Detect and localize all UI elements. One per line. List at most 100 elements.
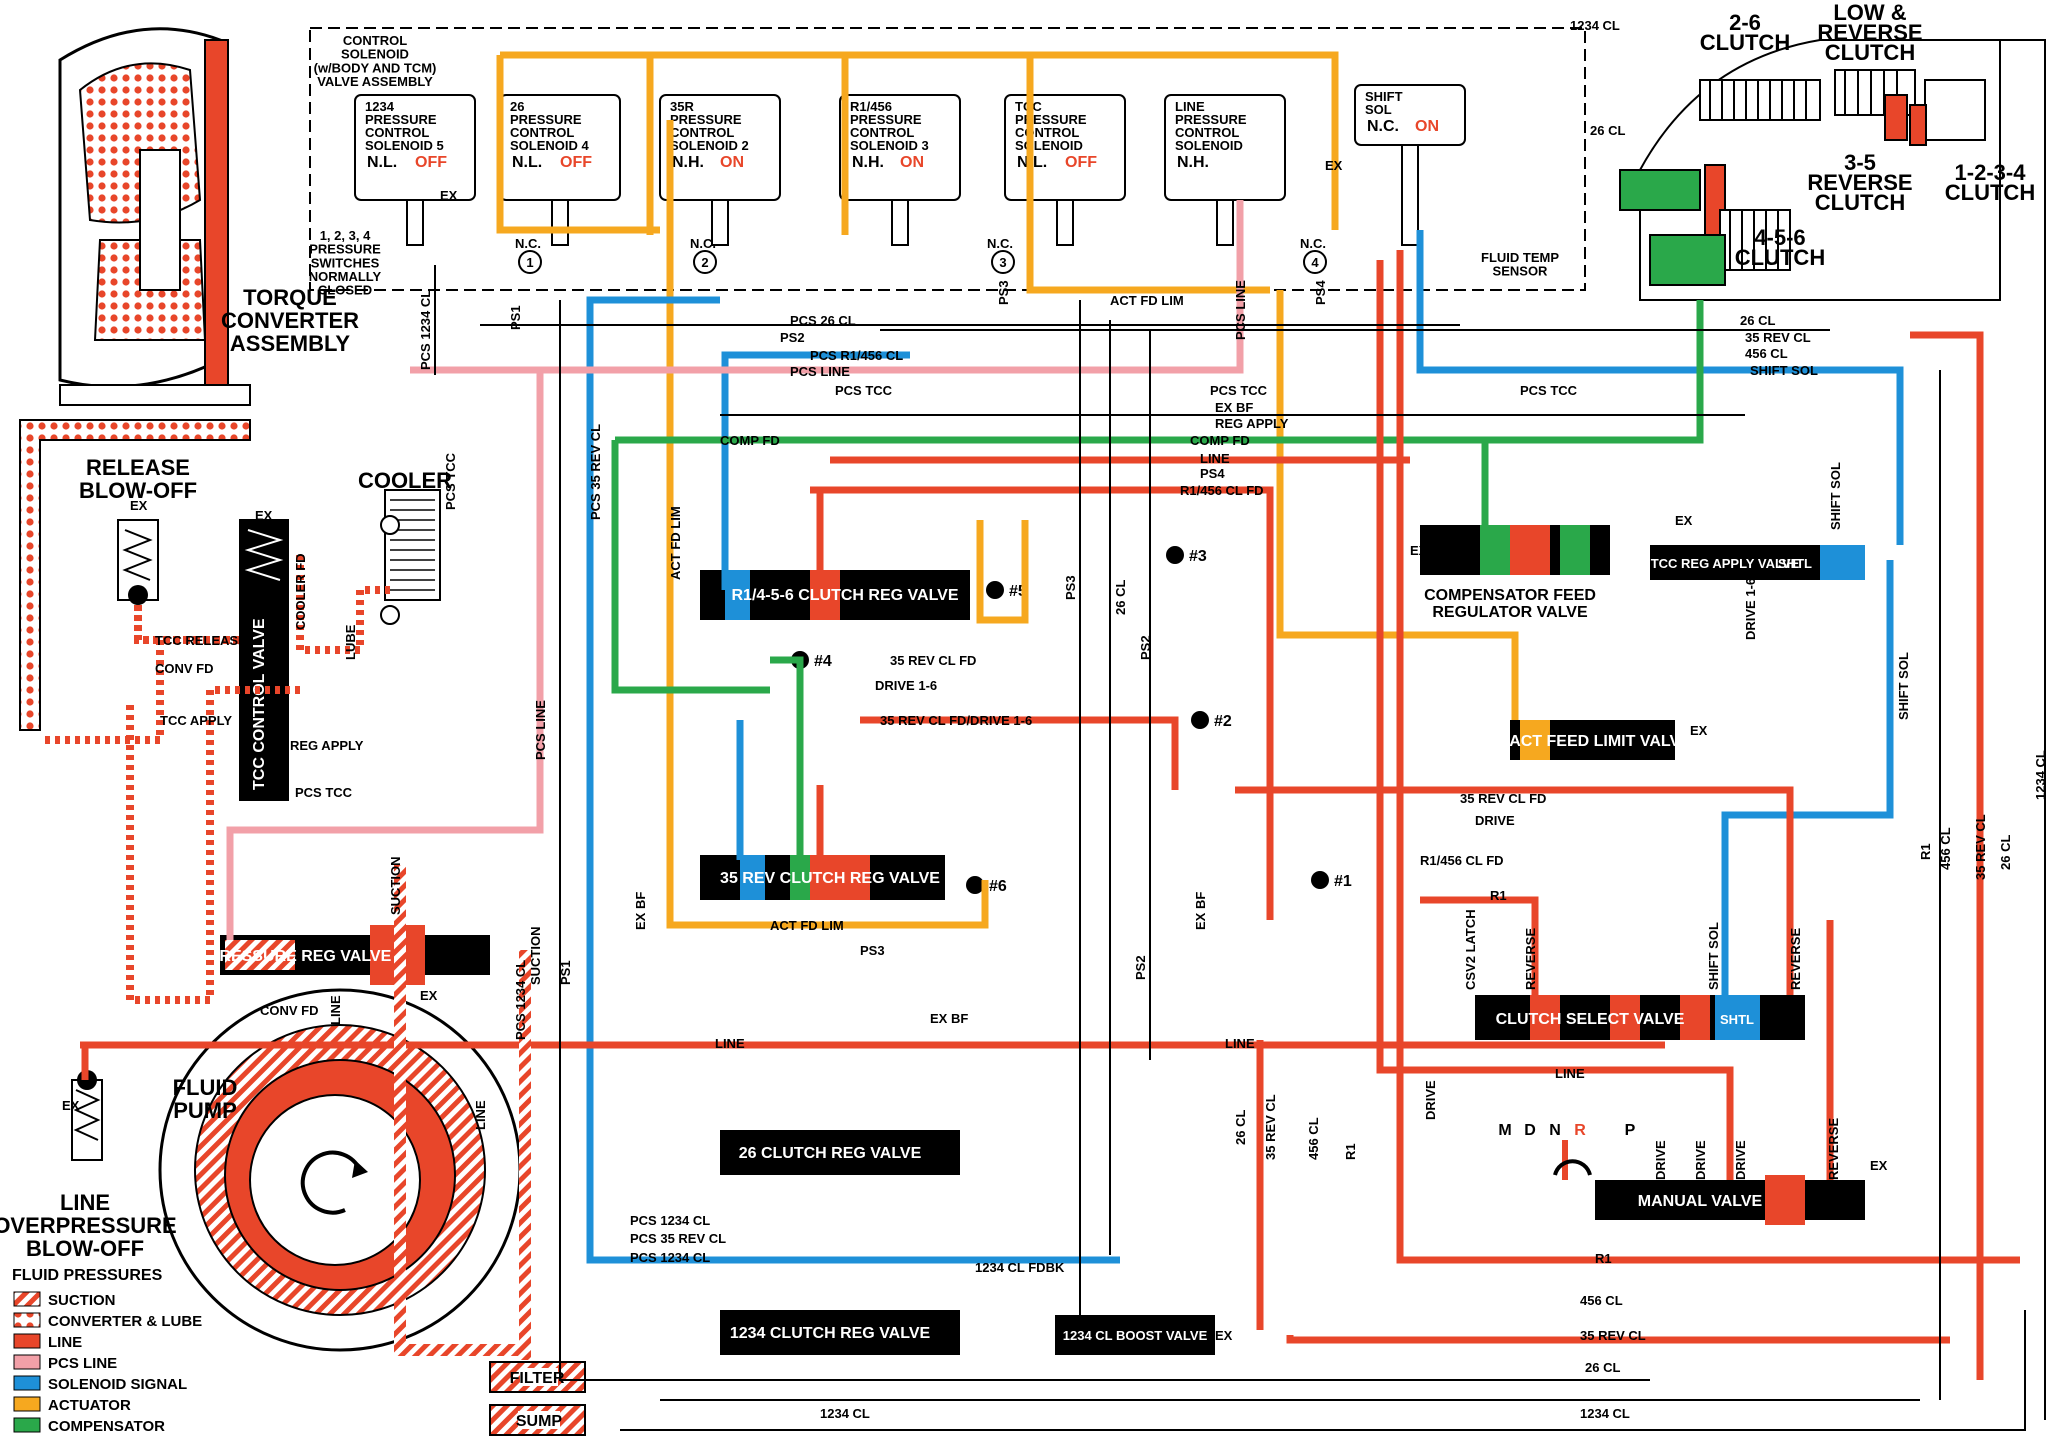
legend-label: SUCTION bbox=[48, 1292, 116, 1309]
checkball-label: #6 bbox=[989, 878, 1007, 895]
exhaust-label: EX bbox=[1325, 158, 1343, 173]
solenoid-type: N.L. bbox=[512, 154, 542, 171]
nc-label: N.C. bbox=[690, 236, 716, 251]
checkball-label: #4 bbox=[814, 653, 832, 670]
solenoid-type: N.H. bbox=[672, 154, 704, 171]
legend-item-converter: CONVERTER & LUBE bbox=[13, 1312, 202, 1330]
c1234-boost-valve: 1234 CL BOOST VALVE bbox=[1055, 1315, 1215, 1355]
passage-label: PS3 bbox=[1063, 575, 1078, 600]
nc-label: N.C. bbox=[1300, 236, 1326, 251]
solenoid-type: N.H. bbox=[852, 154, 884, 171]
checkball bbox=[1191, 711, 1209, 729]
exhaust-label: EX bbox=[1410, 543, 1428, 558]
passage-label: 26 CL bbox=[1113, 580, 1128, 615]
passage-label: REVERSE bbox=[1826, 1118, 1841, 1180]
passage-label: EX BF bbox=[1193, 892, 1208, 930]
checkball bbox=[1311, 871, 1329, 889]
passage-label: PCS 26 CL bbox=[790, 313, 856, 328]
exhaust-label: EX bbox=[420, 988, 438, 1003]
legend-label: SOLENOID SIGNAL bbox=[48, 1376, 187, 1393]
solenoid-state: OFF bbox=[415, 154, 447, 171]
shtl-label-1: SHTL bbox=[1778, 556, 1812, 571]
c35-rev-clutch-reg-valve: 35 REV CLUTCH REG VALVE bbox=[700, 855, 945, 900]
svg-text:1: 1 bbox=[526, 255, 533, 270]
c26-valve-label: 26 CLUTCH REG VALVE bbox=[739, 1145, 922, 1162]
passage-label: R1 bbox=[1343, 1143, 1358, 1160]
cooler-title: COOLER bbox=[358, 468, 452, 493]
passage-label: LINE bbox=[1200, 451, 1230, 466]
passage-label: PCS 1234 CL bbox=[513, 960, 528, 1040]
legend-label: CONVERTER & LUBE bbox=[48, 1313, 202, 1330]
passage-label: DRIVE bbox=[1475, 813, 1515, 828]
pressure-reg-valve-label: PRESSURE REG VALVE bbox=[209, 948, 392, 965]
passage-label: DRIVE 1-6 bbox=[1743, 578, 1758, 640]
passage-label: REG APPLY bbox=[290, 738, 364, 753]
pressure-reg-valve: PRESSURE REG VALVE bbox=[209, 925, 490, 985]
nc-label: N.C. bbox=[987, 236, 1013, 251]
passage-label: 35 REV CL FD bbox=[1460, 791, 1546, 806]
passage-label: REG APPLY bbox=[1215, 416, 1289, 431]
passage-label: PCS R1/456 CL bbox=[810, 348, 903, 363]
passage-label: 26 CL bbox=[1740, 313, 1775, 328]
passage-label: 456 CL bbox=[1938, 827, 1953, 870]
torque-converter bbox=[19, 27, 251, 731]
passage-label: DRIVE bbox=[1423, 1080, 1438, 1120]
passage-label: 1234 CL bbox=[820, 1406, 870, 1421]
passage-label: 35 REV CL bbox=[1580, 1328, 1646, 1343]
passage-label: PCS TCC bbox=[1520, 383, 1578, 398]
passage-label: LINE bbox=[1225, 1036, 1255, 1051]
passage-label: PCS TCC bbox=[443, 452, 458, 510]
passages bbox=[40, 39, 2046, 1431]
shtl-label-2: SHTL bbox=[1720, 1012, 1754, 1027]
passage-label: COMP FD bbox=[1190, 433, 1250, 448]
filter-label: FILTER bbox=[510, 1370, 565, 1387]
sump: SUMP bbox=[489, 1404, 586, 1436]
solenoid-type: N.C. bbox=[1367, 118, 1399, 135]
r1456-valve-label: R1/4-5-6 CLUTCH REG VALVE bbox=[732, 587, 959, 604]
passage-label: 35 REV CL bbox=[1745, 330, 1811, 345]
passage-label: PCS TCC bbox=[295, 785, 353, 800]
passage-label: PS2 bbox=[1133, 955, 1148, 980]
passage-label: ACT FD LIM bbox=[668, 506, 683, 580]
legend-item-line: LINE bbox=[13, 1333, 82, 1351]
manual-position-d: D bbox=[1524, 1122, 1536, 1139]
passage-label: 35 REV CL bbox=[1263, 1094, 1278, 1160]
solenoid-state: OFF bbox=[1065, 154, 1097, 171]
solenoid-state: ON bbox=[900, 154, 924, 171]
exhaust-label: EX bbox=[1215, 1328, 1233, 1343]
passage-label: R1/456 CL FD bbox=[1180, 483, 1264, 498]
passage-label: CONV FD bbox=[260, 1003, 319, 1018]
passage-label: ACT FD LIM bbox=[770, 918, 844, 933]
checkball-label: #3 bbox=[1189, 548, 1207, 565]
passage-label: PS1 bbox=[508, 305, 523, 330]
passage-label: PCS 35 REV CL bbox=[588, 424, 603, 520]
sump-label: SUMP bbox=[516, 1413, 563, 1430]
passage-label: LUBE bbox=[343, 624, 358, 660]
exhaust-label: EX bbox=[255, 603, 273, 618]
compensator-feed-regulator-valve bbox=[1420, 525, 1610, 575]
cooler-block bbox=[380, 489, 441, 625]
exhaust-label: EX bbox=[255, 508, 273, 523]
legend-label: LINE bbox=[48, 1334, 82, 1351]
passage-label: R1/456 CL FD bbox=[1420, 853, 1504, 868]
passage-label: R1 bbox=[1918, 843, 1933, 860]
passage-label: SHIFT SOL bbox=[1896, 652, 1911, 720]
passage-label: EX BF bbox=[930, 1011, 968, 1026]
passage-label: DRIVE bbox=[1733, 1140, 1748, 1180]
passage-label: PCS TCC bbox=[835, 383, 893, 398]
